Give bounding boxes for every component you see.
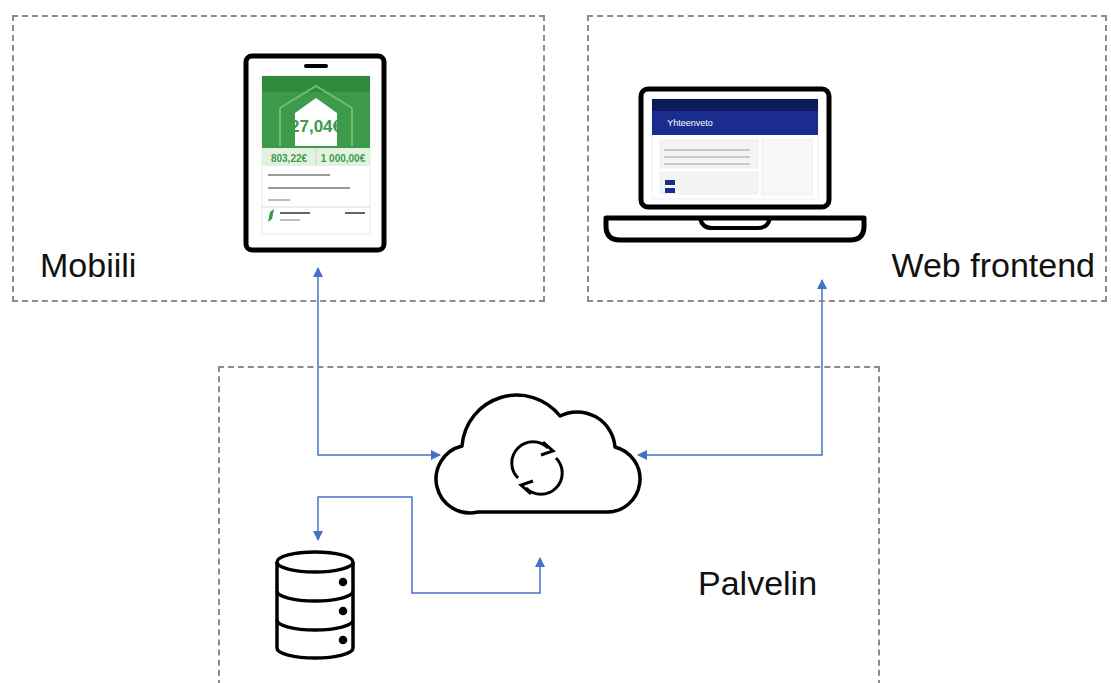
tablet-icon — [246, 56, 384, 250]
group-label: Web frontend — [891, 247, 1095, 284]
screen-text: 803,22€ — [271, 153, 307, 164]
dashed-group-box: Web frontend — [587, 15, 1107, 302]
screen-text: 27,04€ — [290, 118, 342, 137]
connector-arrow — [318, 268, 440, 455]
database-icon — [277, 552, 353, 658]
screen-text: Yhteenveto — [667, 119, 713, 129]
screen-text: 1 000,00€ — [321, 153, 366, 164]
laptop-icon — [606, 89, 864, 240]
cloud-icon — [436, 395, 640, 513]
group-label: Palvelin — [698, 565, 817, 602]
db-link-arrow — [318, 497, 540, 593]
group-label: Mobiili — [40, 247, 136, 284]
dashed-group-box: Palvelin — [218, 366, 880, 683]
